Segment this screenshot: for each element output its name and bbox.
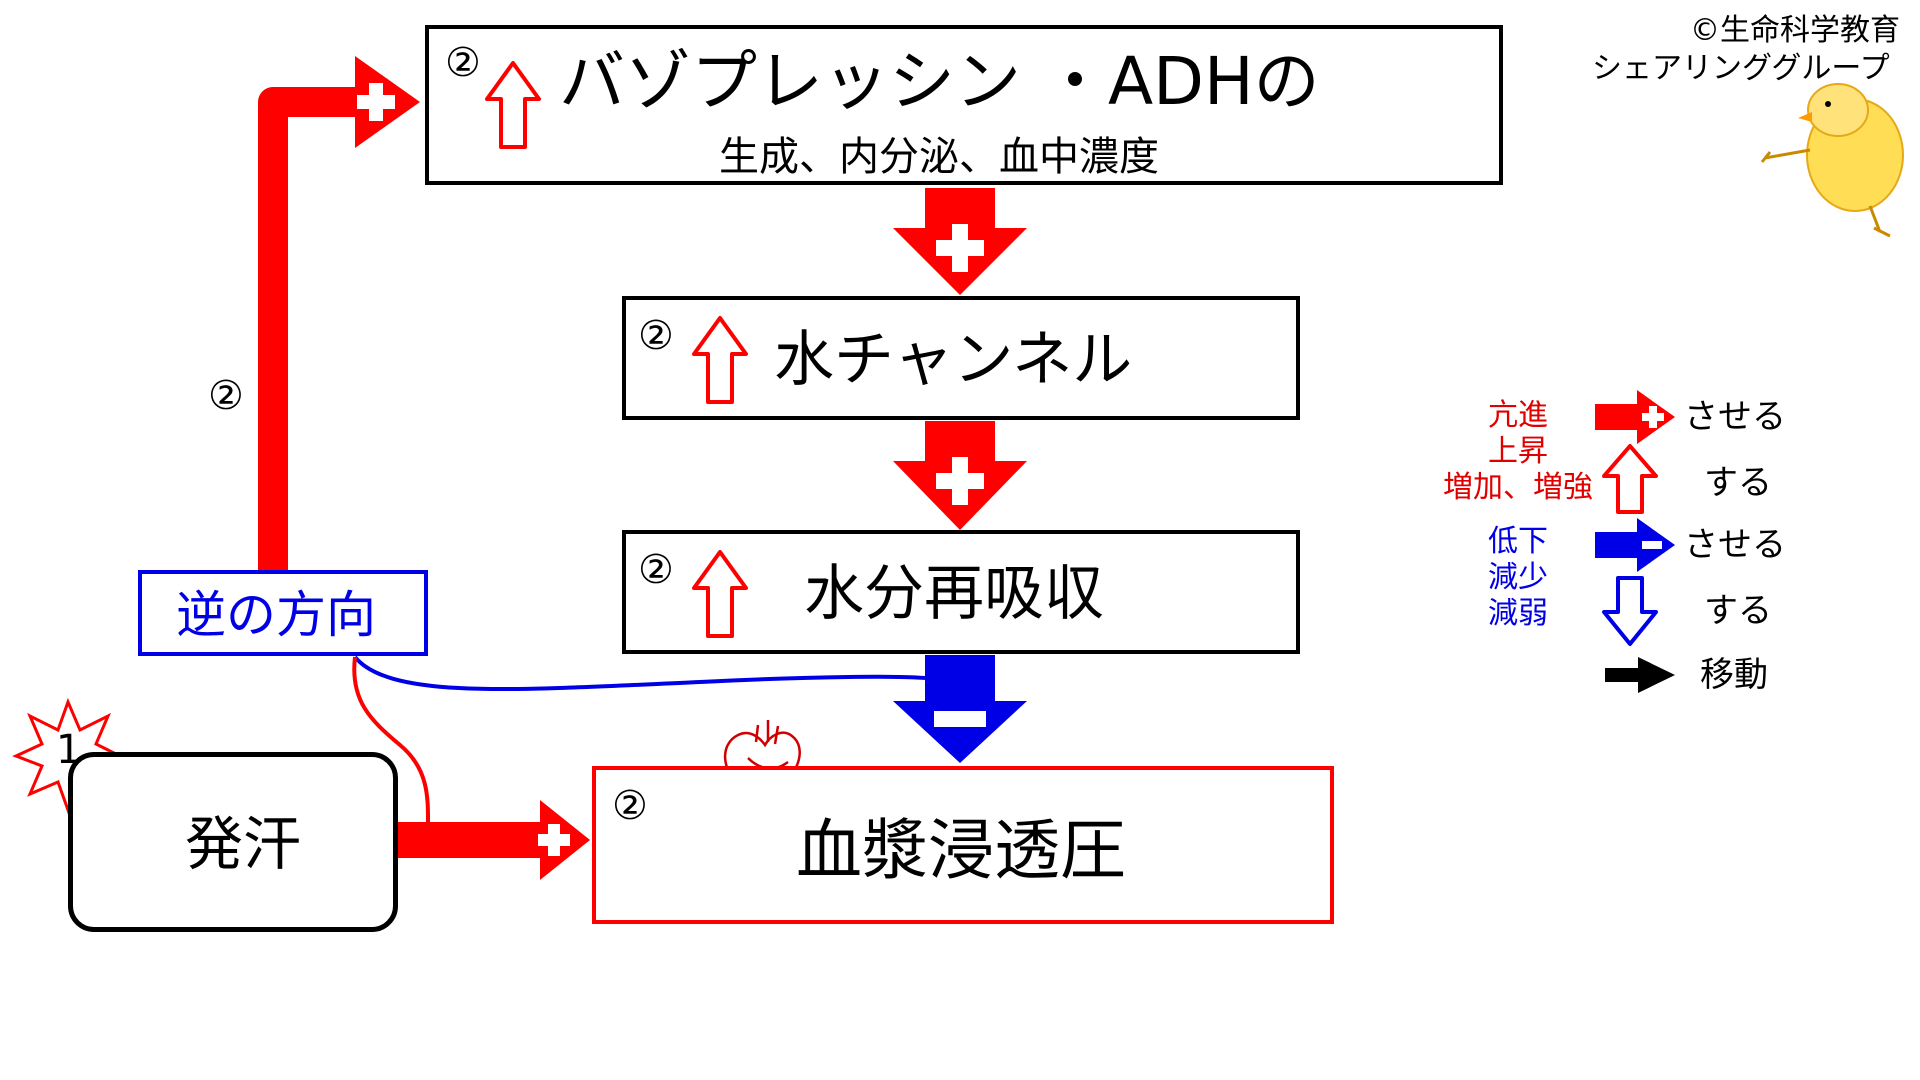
- legend-term: 上昇: [1488, 434, 1548, 469]
- step-number: ②: [612, 783, 648, 829]
- promote-arrow-to-reabsorption: [893, 421, 1027, 530]
- legend-inhibit-arrow-icon: [1595, 518, 1675, 572]
- legend-fall-arrow-icon: [1602, 576, 1658, 646]
- reverse-direction-box: 逆の方向: [138, 570, 428, 656]
- legend-promote-label: させる: [1684, 397, 1786, 437]
- credit-line-2: シェアリンググループ: [1592, 51, 1890, 86]
- increase-arrow-icon: [485, 61, 541, 149]
- reverse-link-red: [352, 656, 431, 831]
- water-reabsorption-title: 水分再吸収: [804, 559, 1104, 629]
- legend-term: 低下: [1488, 524, 1548, 559]
- increase-arrow-icon: [692, 316, 748, 404]
- step-number: ②: [638, 547, 674, 593]
- legend-rise-label: する: [1704, 463, 1772, 503]
- legend-move-arrow-icon: [1605, 657, 1675, 693]
- water-channel-box: ② 水チャンネル: [622, 296, 1300, 420]
- vasopressin-box: ② バゾプレッシン ・ADHの 生成、内分泌、血中濃度: [425, 25, 1503, 185]
- legend-rise-arrow-icon: [1602, 444, 1658, 514]
- sweating-box: 発汗: [68, 752, 398, 932]
- sweating-label: 発汗: [185, 810, 302, 878]
- step-number: ②: [445, 40, 481, 86]
- step-number: ②: [638, 313, 674, 359]
- legend-term: 増加、増強: [1443, 470, 1593, 505]
- promote-arrow-to-plasma: [398, 800, 590, 880]
- promote-arrow-to-water-channel: [893, 188, 1027, 295]
- burst-badge-number: 1: [56, 727, 82, 773]
- promote-arrow-to-vasopressin: [258, 56, 420, 570]
- vasopressin-title: バゾプレッシン ・ADHの: [559, 43, 1320, 120]
- plasma-osmolality-box: ② 血漿浸透圧: [592, 766, 1334, 924]
- legend-term: 減弱: [1488, 596, 1548, 631]
- legend-fall-label: する: [1704, 591, 1772, 631]
- reverse-direction-label: 逆の方向: [176, 586, 376, 644]
- reverse-link-blue: [353, 655, 926, 692]
- legend-decrease-terms: 低下 減少 減弱: [1458, 524, 1578, 632]
- legend-term: 減少: [1488, 560, 1548, 595]
- credit-line-1: ©生命科学教育: [1690, 13, 1900, 48]
- legend-inhibit-label: させる: [1684, 525, 1786, 565]
- plasma-osmolality-title: 血漿浸透圧: [796, 812, 1126, 889]
- left-arrow-step-label: ②: [208, 373, 244, 419]
- water-reabsorption-box: ② 水分再吸収: [622, 530, 1300, 654]
- inhibit-arrow-to-plasma: [893, 655, 1027, 763]
- legend-increase-terms: 亢進 上昇 増加、増強: [1418, 398, 1618, 506]
- legend-term: 亢進: [1488, 398, 1548, 433]
- chick-icon: [1760, 83, 1904, 238]
- legend-promote-arrow-icon: [1595, 390, 1675, 444]
- vasopressin-subtitle: 生成、内分泌、血中濃度: [719, 134, 1159, 180]
- legend-move-label: 移動: [1700, 655, 1768, 695]
- water-channel-title: 水チャンネル: [774, 325, 1133, 395]
- increase-arrow-icon: [692, 550, 748, 638]
